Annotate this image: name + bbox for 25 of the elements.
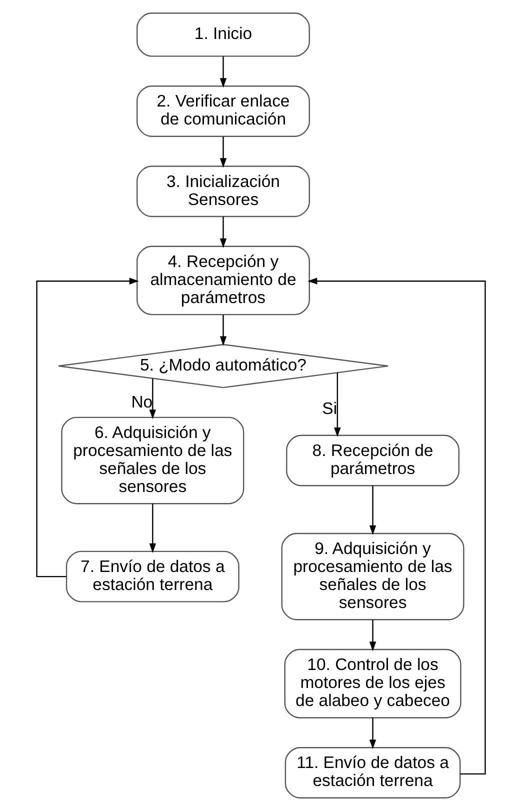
node-box: 4. Recepción y almacenamiento de parámetros [136,246,310,316]
node-box: 11. Envío de datos a estación terrena [284,747,461,798]
arrow [220,314,227,346]
arrow [220,136,227,168]
node-box: 8. Recepción de parámetros [286,434,460,486]
node-box: 10. Control de los motores de los ejes de alabeo y cabeceo [284,648,462,718]
node-box: 7. Envío de datos a estación terrena [66,550,240,602]
arrow [220,216,227,248]
node-box: 1. Inicio [136,12,310,57]
arrow [308,278,486,775]
arrow [149,378,156,420]
arrow [334,372,341,438]
edge-label: Si [322,398,338,418]
arrow [369,718,376,750]
node-box: 9. Adquisición y procesamiento de las señales de los sensores [281,532,464,620]
arrow [220,56,227,88]
node-box: 2. Verificar enlace de comunicación [136,86,310,137]
node-box: 6. Adquisición y procesamiento de las señales de los sensores [61,416,244,504]
edge-label: No [131,392,153,412]
arrow [36,278,139,578]
node-box: 3. Inicialización Sensores [136,166,310,218]
arrow [149,504,156,553]
arrow [369,620,376,652]
arrow [369,486,376,535]
node-diamond: 5. ¿Modo automático? [58,344,389,388]
